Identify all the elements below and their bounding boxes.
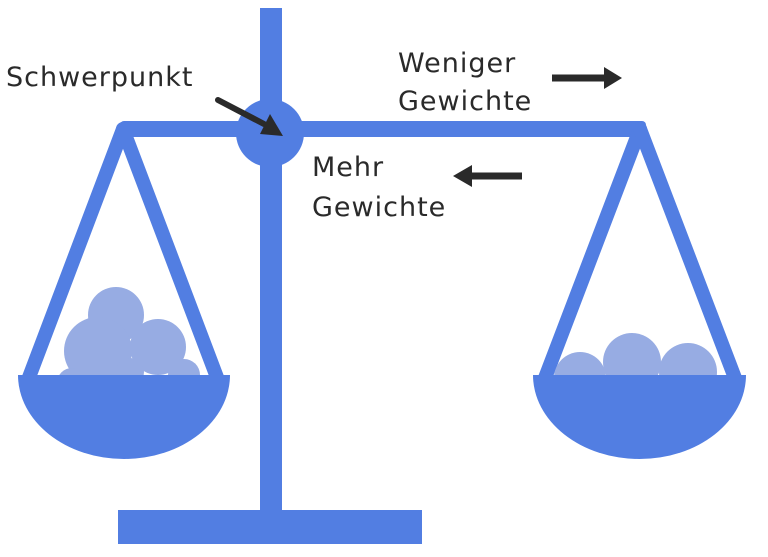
label-weniger: Weniger (398, 48, 516, 79)
label-weniger-gewichte: Gewichte (398, 86, 532, 117)
pivot-arrow (215, 97, 283, 136)
right-pan-bowl (533, 375, 746, 459)
scale-beam (120, 121, 646, 137)
scale-stand (260, 8, 282, 512)
arrow-right (552, 67, 622, 89)
label-mehr: Mehr (312, 152, 384, 183)
label-mehr-gewichte: Gewichte (312, 192, 446, 223)
scale-base (118, 510, 422, 544)
left-pan-hangers (21, 122, 225, 387)
arrow-left (453, 165, 522, 187)
left-pan-bowl (18, 375, 230, 459)
label-schwerpunkt: Schwerpunkt (6, 62, 193, 93)
right-pan-hangers (538, 122, 742, 385)
